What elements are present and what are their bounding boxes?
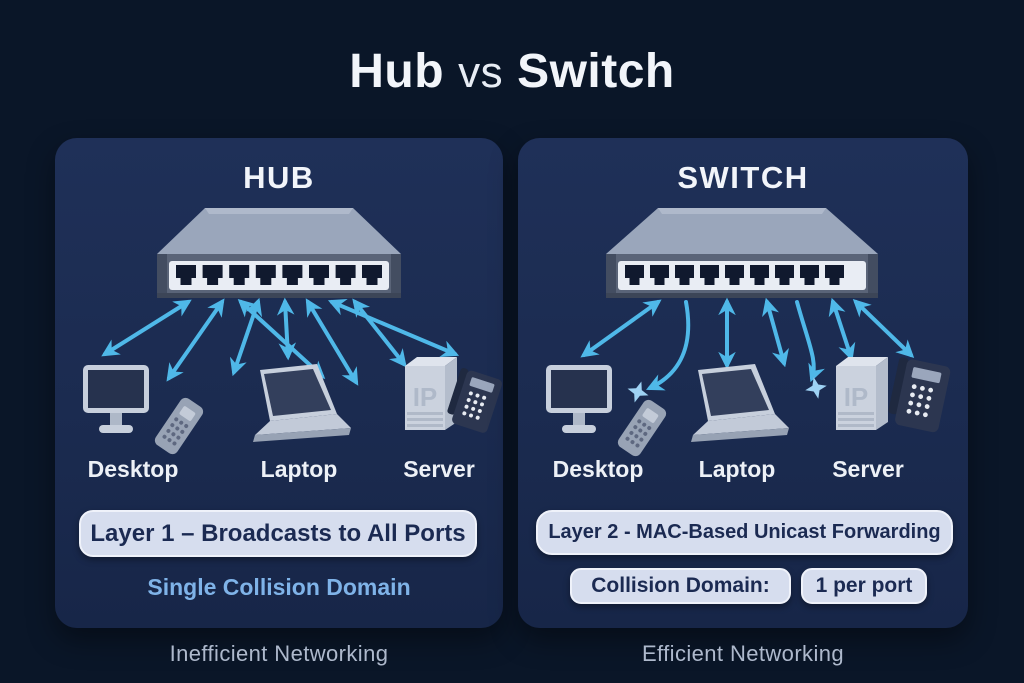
device-label-server: Server	[832, 456, 904, 482]
switch-caption: Efficient Networking	[641, 641, 844, 666]
unicast-arrows-icon	[580, 297, 915, 391]
network-switch-icon	[606, 208, 878, 298]
desktop-icon	[83, 365, 204, 455]
collision-domain-subtext: Single Collision Domain	[147, 574, 411, 600]
layer-badge: Layer 1 – Broadcasts to All Ports	[79, 510, 477, 557]
switch-panel: SWITCH	[518, 138, 968, 628]
device-label-laptop: Laptop	[260, 456, 338, 482]
device-label-desktop: Desktop	[552, 456, 644, 482]
device-label-laptop: Laptop	[698, 456, 776, 482]
hub-illustration: IP	[83, 208, 503, 455]
remote-icon	[617, 399, 667, 457]
device-label-server: Server	[403, 456, 475, 482]
device-label-desktop: Desktop	[87, 456, 179, 482]
server-ip-watermark: IP	[413, 382, 438, 412]
ip-phone-icon	[447, 367, 503, 433]
hub-panel: HUB	[55, 138, 503, 628]
laptop-icon	[253, 364, 351, 442]
laptop-icon	[691, 364, 789, 442]
server-icon: IP	[405, 357, 457, 430]
broadcast-arrows-icon	[101, 297, 460, 386]
title-word-switch: Switch	[517, 45, 675, 98]
desktop-icon	[546, 365, 667, 457]
ip-phone-icon	[888, 357, 951, 433]
port-strip	[169, 261, 389, 290]
network-hub-icon	[157, 208, 401, 298]
rj45-ports	[625, 265, 844, 285]
hub-caption: Inefficient Networking	[169, 641, 389, 666]
layer-badge: Layer 2 - MAC-Based Unicast Forwarding	[536, 510, 953, 555]
switch-heading: SWITCH	[677, 160, 809, 195]
title-separator: vs	[458, 48, 504, 97]
hub-heading: HUB	[243, 160, 315, 195]
remote-icon	[154, 397, 204, 455]
server-icon: IP	[836, 357, 888, 430]
server-ip-watermark: IP	[844, 382, 869, 412]
collision-domain-value: 1 per port	[801, 568, 927, 604]
collision-domain-label: Collision Domain:	[570, 568, 791, 604]
switch-illustration: IP	[546, 208, 951, 457]
title-word-hub: Hub	[349, 45, 445, 98]
